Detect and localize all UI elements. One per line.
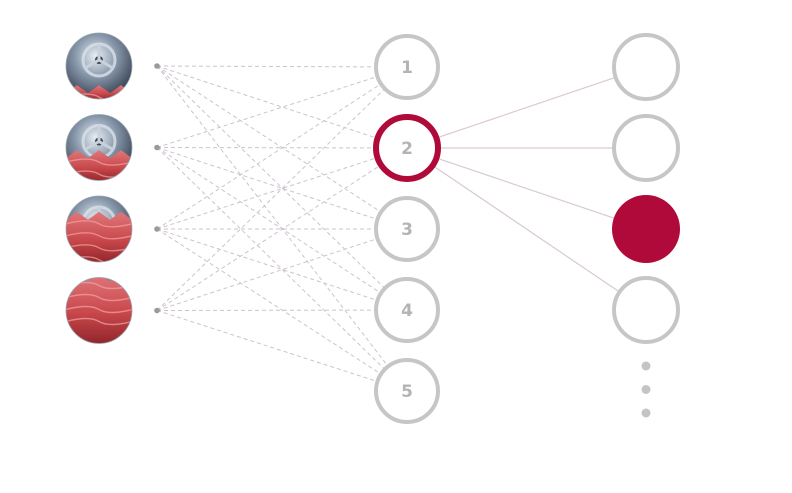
hidden-node-ring [374, 358, 440, 424]
washing-drum-image [66, 33, 132, 99]
hidden-node-label: 3 [401, 220, 413, 240]
ellipsis-dot [641, 385, 651, 394]
input-hidden-connection [156, 65, 386, 289]
input-hidden-connection [156, 65, 377, 68]
hidden-node-ring [374, 34, 440, 100]
input-dot [154, 63, 160, 69]
hidden-node-4: 4 [374, 277, 440, 343]
input-hidden-connection [156, 238, 378, 311]
output-node [612, 114, 680, 182]
washing-drum-image [66, 114, 132, 181]
hidden-node-label: 4 [401, 301, 413, 321]
input-node [65, 195, 160, 263]
hidden-output-connection [434, 166, 620, 293]
input-hidden-connection [156, 164, 382, 311]
hidden-layer: 1 2 3 4 5 [373, 34, 441, 424]
input-hidden-connection [156, 147, 386, 370]
input-dot [154, 226, 160, 232]
washing-drum-image [66, 277, 132, 344]
output-layer [612, 33, 680, 344]
hidden-output-connection [439, 76, 616, 138]
input-hidden-connection [156, 88, 386, 311]
washing-drum-image [66, 196, 132, 262]
hidden-node-5: 5 [374, 358, 440, 424]
input-dot [154, 307, 160, 314]
input-hidden-connection [156, 157, 378, 230]
hidden-node-ring [373, 114, 441, 182]
input-node [65, 32, 160, 100]
input-node [65, 114, 160, 181]
more-outputs-ellipsis [641, 361, 651, 418]
hidden-node-ring [374, 277, 440, 343]
hidden-node-label: 2 [401, 139, 413, 159]
ellipsis-dot [641, 361, 651, 371]
hidden-node-3: 3 [374, 196, 440, 262]
input-hidden-connection [156, 65, 378, 139]
output-node [612, 276, 680, 344]
hidden-node-label: 5 [401, 382, 413, 402]
input-hidden-connection [156, 65, 389, 367]
input-hidden-connection [156, 147, 378, 220]
input-layer [65, 32, 160, 344]
output-node-selected [612, 195, 680, 263]
input-hidden-connection [156, 228, 382, 375]
input-hidden-connection [156, 83, 382, 230]
input-hidden-connection [156, 76, 378, 148]
ellipsis-dot [641, 408, 651, 418]
input-hidden-connection [156, 310, 378, 382]
hidden-output-connection [439, 158, 616, 220]
hidden-node-label: 1 [401, 58, 413, 78]
input-node [65, 277, 160, 344]
connections [156, 65, 620, 382]
input-hidden-connection [156, 147, 382, 294]
input-dot [154, 144, 160, 151]
input-hidden-connection [156, 65, 382, 213]
hidden-node-2: 2 [373, 114, 441, 182]
input-hidden-connection [156, 228, 378, 301]
hidden-node-ring [374, 196, 440, 262]
hidden-node-1: 1 [374, 34, 440, 100]
output-node [612, 33, 680, 101]
